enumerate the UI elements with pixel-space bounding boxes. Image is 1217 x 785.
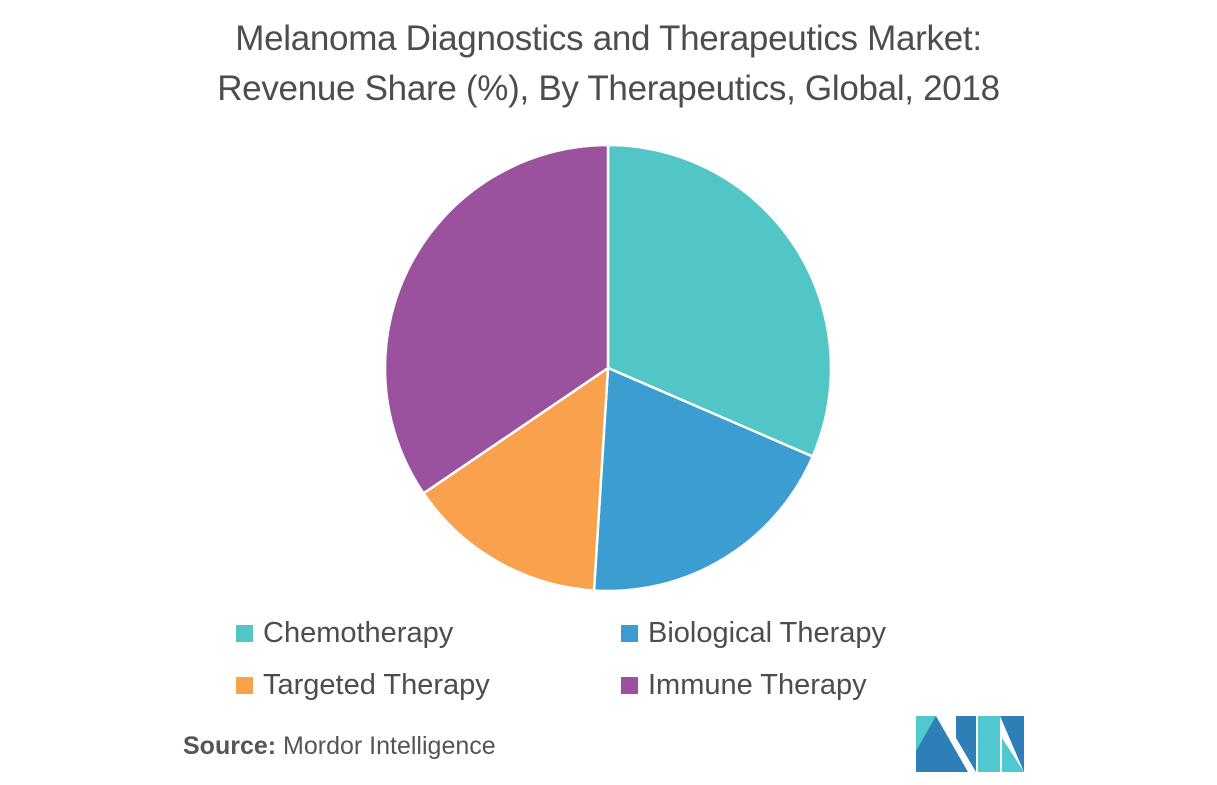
legend-label-targeted-therapy: Targeted Therapy (263, 668, 490, 701)
legend-label-biological-therapy: Biological Therapy (648, 616, 887, 649)
source-value: Mordor Intelligence (283, 732, 496, 760)
pie-slices (383, 143, 833, 593)
legend-item-targeted-therapy: Targeted Therapy (236, 668, 621, 701)
chart-title: Melanoma Diagnostics and Therapeutics Ma… (0, 14, 1217, 114)
legend-swatch-targeted-therapy (236, 676, 253, 694)
legend-label-chemotherapy: Chemotherapy (263, 616, 454, 649)
legend-swatch-biological-therapy (621, 624, 638, 642)
legend-swatch-chemotherapy (236, 624, 253, 642)
pie-slice-immune-therapy (383, 143, 610, 495)
source-note: Source: Mordor Intelligence (183, 732, 496, 761)
chart-title-line-1: Melanoma Diagnostics and Therapeutics Ma… (235, 19, 982, 58)
logo-mid-teal-shape (978, 716, 1000, 772)
legend-item-biological-therapy: Biological Therapy (621, 616, 956, 649)
legend-item-immune-therapy: Immune Therapy (621, 668, 956, 701)
logo-right-teal-shape (1002, 738, 1024, 772)
logo-left-dark-shape (916, 716, 968, 772)
legend-swatch-immune-therapy (621, 676, 638, 694)
pie-slice-chemotherapy (606, 143, 833, 458)
logo-left-teal-shape (916, 716, 936, 751)
pie-slice-biological-therapy (592, 366, 814, 593)
chart-subtitle: Revenue Share (%), By Therapeutics, Glob… (217, 69, 1000, 108)
pie-slice-targeted-therapy (422, 366, 610, 592)
legend-item-chemotherapy: Chemotherapy (236, 616, 621, 649)
source-label: Source: (183, 732, 277, 760)
logo-mid-dark-shape (956, 716, 976, 772)
mordor-intelligence-logo (916, 716, 1024, 772)
logo-right-dark-shape (1000, 716, 1024, 772)
legend-label-immune-therapy: Immune Therapy (648, 668, 867, 701)
